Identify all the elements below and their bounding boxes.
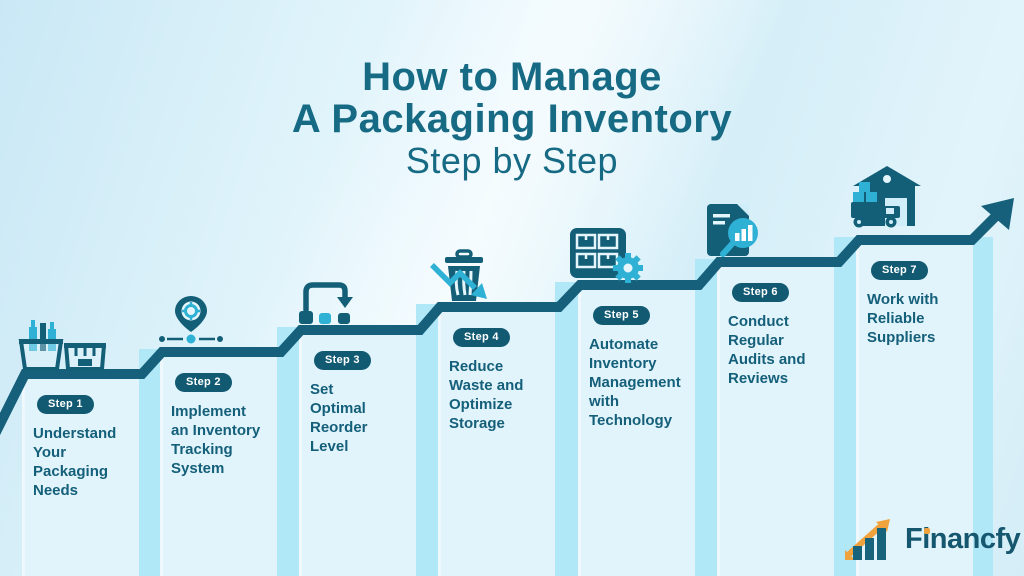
- step-label-4: Reduce Waste and Optimize Storage: [449, 358, 524, 432]
- step-badge-7: Step 7: [871, 261, 928, 280]
- logo-wordmark: Financfy: [905, 523, 1021, 555]
- gear-icon: [613, 253, 643, 283]
- step-badge-4: Step 4: [453, 328, 510, 347]
- page-title: How to Manage A Packaging Inventory Step…: [0, 56, 1024, 182]
- step-label-2: Implement an Inventory Tracking System: [171, 403, 261, 477]
- logo-i-dot: [924, 528, 930, 534]
- step-badge-1: Step 1: [37, 395, 94, 414]
- tracking-pin-icon: [156, 294, 226, 349]
- step-label-3: Set Optimal Reorder Level: [310, 381, 368, 455]
- column-strip: [277, 327, 299, 576]
- step-badge-5: Step 5: [593, 306, 650, 325]
- column-strip: [416, 304, 438, 576]
- logo-bars-icon: [845, 519, 890, 560]
- step-label-6: Conduct Regular Audits and Reviews: [728, 313, 806, 387]
- reduce-waste-icon: [428, 249, 496, 310]
- supplier-truck-icon: [845, 164, 929, 241]
- column-strip: [695, 259, 717, 576]
- step-label-1: Understand Your Packaging Needs: [33, 425, 117, 499]
- reorder-flow-icon: [296, 276, 360, 331]
- step-badge-2: Step 2: [175, 373, 232, 392]
- title-line-3: Step by Step: [405, 140, 619, 181]
- packaging-bins-icon: [16, 315, 108, 378]
- column-strip: [555, 282, 578, 576]
- arrowhead-icon: [981, 198, 1014, 230]
- automation-shelf-icon: [568, 226, 646, 289]
- column-strip: [139, 349, 160, 576]
- step-label-5: Automate Inventory Management with Techn…: [589, 336, 681, 429]
- step-column-6: [717, 259, 837, 576]
- title-line-2: A Packaging Inventory: [291, 97, 733, 141]
- audit-magnifier-icon: [702, 202, 768, 265]
- step-badge-6: Step 6: [732, 283, 789, 302]
- step-badge-3: Step 3: [314, 351, 371, 370]
- title-line-1: How to Manage: [362, 55, 662, 99]
- step-label-7: Work with Reliable Suppliers: [867, 291, 939, 346]
- financfy-logo: Financfy: [843, 516, 1021, 562]
